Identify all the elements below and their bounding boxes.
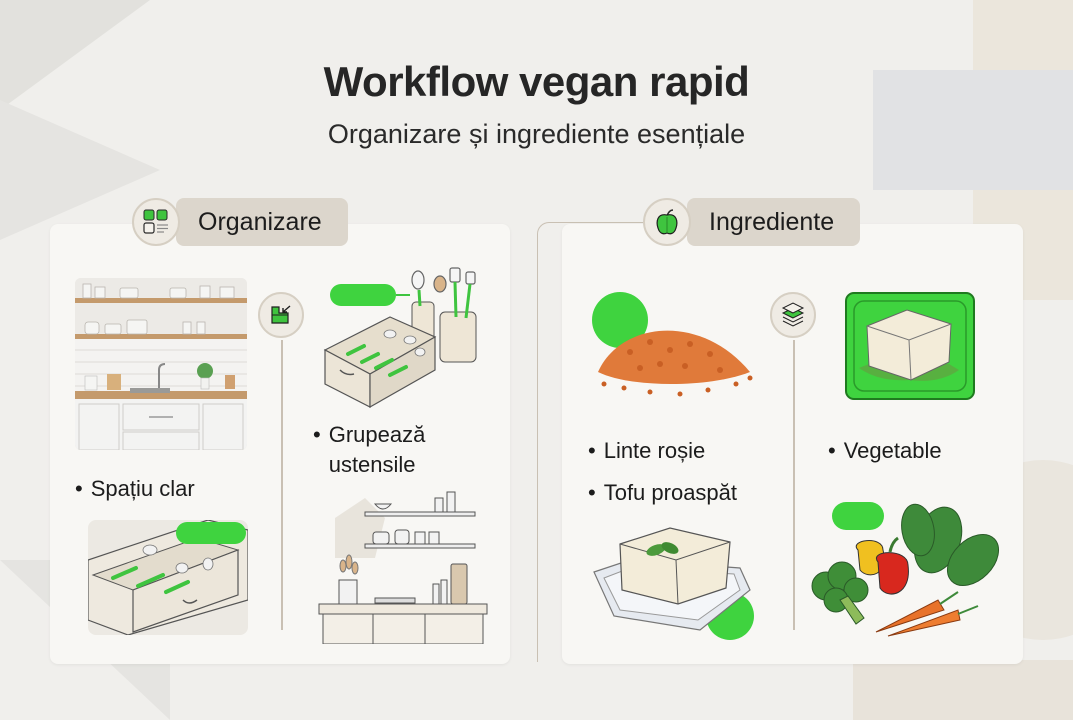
organizare-header: Organizare (132, 198, 348, 246)
page-subtitle: Organizare și ingrediente esențiale (327, 119, 746, 149)
divider-line (281, 340, 283, 630)
kitchen-counter-illustration (315, 488, 490, 645)
ingrediente-header: Ingrediente (643, 198, 861, 246)
grid-list-icon (132, 198, 180, 246)
open-drawer-illustration (88, 520, 248, 635)
kitchen-shelves-photo (75, 278, 247, 450)
bullet-spatiu-clar: Spațiu clar (75, 474, 195, 504)
tofu-container-illustration (590, 520, 760, 640)
section-label-organizare: Organizare (176, 198, 348, 246)
vegetables-illustration (808, 500, 1013, 640)
green-label-tag (330, 284, 396, 306)
green-label-tag (176, 522, 246, 544)
bg-shape (853, 660, 1073, 720)
bell-pepper-icon (643, 198, 691, 246)
bullet-vegetable: Vegetable (828, 436, 942, 466)
page-title: Workflow vegan rapid (323, 58, 750, 105)
utensil-drawer-illustration (320, 262, 490, 410)
section-label-ingrediente: Ingrediente (687, 198, 861, 246)
red-lentils-illustration (590, 292, 762, 402)
layers-icon (770, 292, 816, 338)
section-connector-line (537, 222, 647, 662)
tofu-block-green-tile (845, 292, 975, 400)
bullet-grupeaza-ustensile: Grupează ustensile (313, 420, 473, 480)
divider-line (793, 340, 795, 630)
organize-icon (258, 292, 304, 338)
bullet-linte-rosie: Linte roșie (588, 436, 706, 466)
bullet-tofu-proaspat: Tofu proaspăt (588, 478, 737, 508)
